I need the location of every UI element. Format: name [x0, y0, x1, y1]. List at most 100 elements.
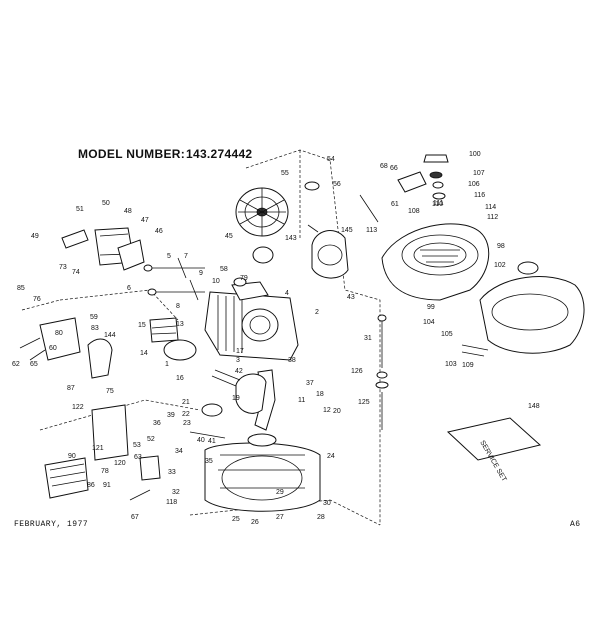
callout-14: 14: [140, 350, 148, 357]
callout-75: 75: [106, 388, 114, 395]
callout-5: 5: [167, 253, 171, 260]
engine-base: [204, 433, 321, 512]
callout-107: 107: [473, 170, 485, 177]
callout-33: 33: [168, 469, 176, 476]
callout-55: 55: [281, 170, 289, 177]
callout-60: 60: [49, 345, 57, 352]
callout-23: 23: [183, 420, 191, 427]
callout-65: 65: [30, 361, 38, 368]
callout-40: 40: [197, 437, 205, 444]
callout-18: 18: [316, 391, 324, 398]
callout-79: 79: [240, 275, 248, 282]
rewind-starter: [307, 224, 349, 279]
callout-32: 32: [172, 489, 180, 496]
callout-86: 86: [87, 482, 95, 489]
callout-8: 8: [176, 303, 180, 310]
callout-126: 126: [351, 368, 363, 375]
callout-100: 100: [469, 151, 481, 158]
callout-145: 145: [341, 227, 353, 234]
callout-47: 47: [141, 217, 149, 224]
callout-34: 34: [175, 448, 183, 455]
blower-housing: [381, 154, 490, 301]
callout-98: 98: [497, 243, 505, 250]
callout-114: 114: [485, 204, 496, 211]
callout-25: 25: [232, 516, 240, 523]
callout-67: 67: [131, 514, 139, 521]
callout-76: 76: [33, 296, 41, 303]
callout-26: 26: [251, 519, 259, 526]
callout-19: 19: [232, 395, 240, 402]
callout-73: 73: [59, 264, 67, 271]
callout-24: 24: [327, 453, 335, 460]
callout-45: 45: [225, 233, 233, 240]
callout-66: 66: [390, 165, 398, 172]
callout-78: 78: [101, 468, 109, 475]
service-manual: SERVICE SET: [446, 417, 542, 484]
callout-41: 41: [208, 438, 216, 445]
callout-46: 46: [155, 228, 163, 235]
callout-106: 106: [468, 181, 480, 188]
callout-37: 37: [306, 380, 314, 387]
callout-63: 63: [134, 454, 142, 461]
callout-120: 120: [114, 460, 126, 467]
callout-99: 99: [427, 304, 435, 311]
flywheel: [235, 181, 320, 264]
callout-148: 148: [528, 403, 540, 410]
callout-58: 58: [220, 266, 228, 273]
callout-1: 1: [165, 361, 169, 368]
callout-15: 15: [138, 322, 146, 329]
callout-74: 74: [72, 269, 80, 276]
callout-59: 59: [90, 314, 98, 321]
callout-10: 10: [212, 278, 220, 285]
callout-108: 108: [408, 208, 420, 215]
misc-parts: [189, 194, 389, 439]
callout-103: 103: [445, 361, 457, 368]
footer-page-code: A6: [570, 520, 581, 529]
callout-111: 111: [433, 200, 444, 207]
callout-68: 68: [380, 163, 388, 170]
callout-36: 36: [153, 420, 161, 427]
callout-11: 11: [298, 397, 305, 404]
callout-43: 43: [347, 294, 355, 301]
callout-22: 22: [182, 411, 190, 418]
callout-48: 48: [124, 208, 132, 215]
callout-16: 16: [176, 375, 184, 382]
callout-3: 3: [236, 357, 240, 364]
callout-109: 109: [462, 362, 474, 369]
callout-31: 31: [364, 335, 372, 342]
callout-53: 53: [133, 442, 141, 449]
model-number-value: 143.274442: [186, 147, 253, 161]
callout-49: 49: [31, 233, 39, 240]
cylinder-block: [204, 281, 299, 361]
callout-105: 105: [441, 331, 453, 338]
callout-28: 28: [317, 514, 325, 521]
callout-83: 83: [91, 325, 99, 332]
callout-112: 112: [487, 214, 498, 221]
callout-121: 121: [92, 445, 104, 452]
callout-9: 9: [199, 270, 203, 277]
callout-4: 4: [285, 290, 289, 297]
callout-90: 90: [68, 453, 76, 460]
footer-date: FEBRUARY, 1977: [14, 520, 89, 529]
callout-29: 29: [276, 489, 284, 496]
callout-113: 113: [366, 227, 377, 234]
callout-122: 122: [72, 404, 84, 411]
callout-52: 52: [147, 436, 155, 443]
callout-104: 104: [423, 319, 435, 326]
callout-35: 35: [205, 458, 213, 465]
callout-54: 54: [327, 156, 335, 163]
callout-80: 80: [55, 330, 63, 337]
callout-91: 91: [103, 482, 111, 489]
model-number-label: MODEL NUMBER:: [78, 147, 186, 161]
callout-62: 62: [12, 361, 20, 368]
callout-51: 51: [76, 206, 84, 213]
crankshaft: [149, 317, 276, 431]
air-filter-muffler: [44, 404, 161, 501]
callout-87: 87: [67, 385, 75, 392]
fuel-tank: [461, 261, 585, 357]
callout-102: 102: [494, 262, 506, 269]
callout-2: 2: [315, 309, 319, 316]
callout-125: 125: [358, 399, 370, 406]
